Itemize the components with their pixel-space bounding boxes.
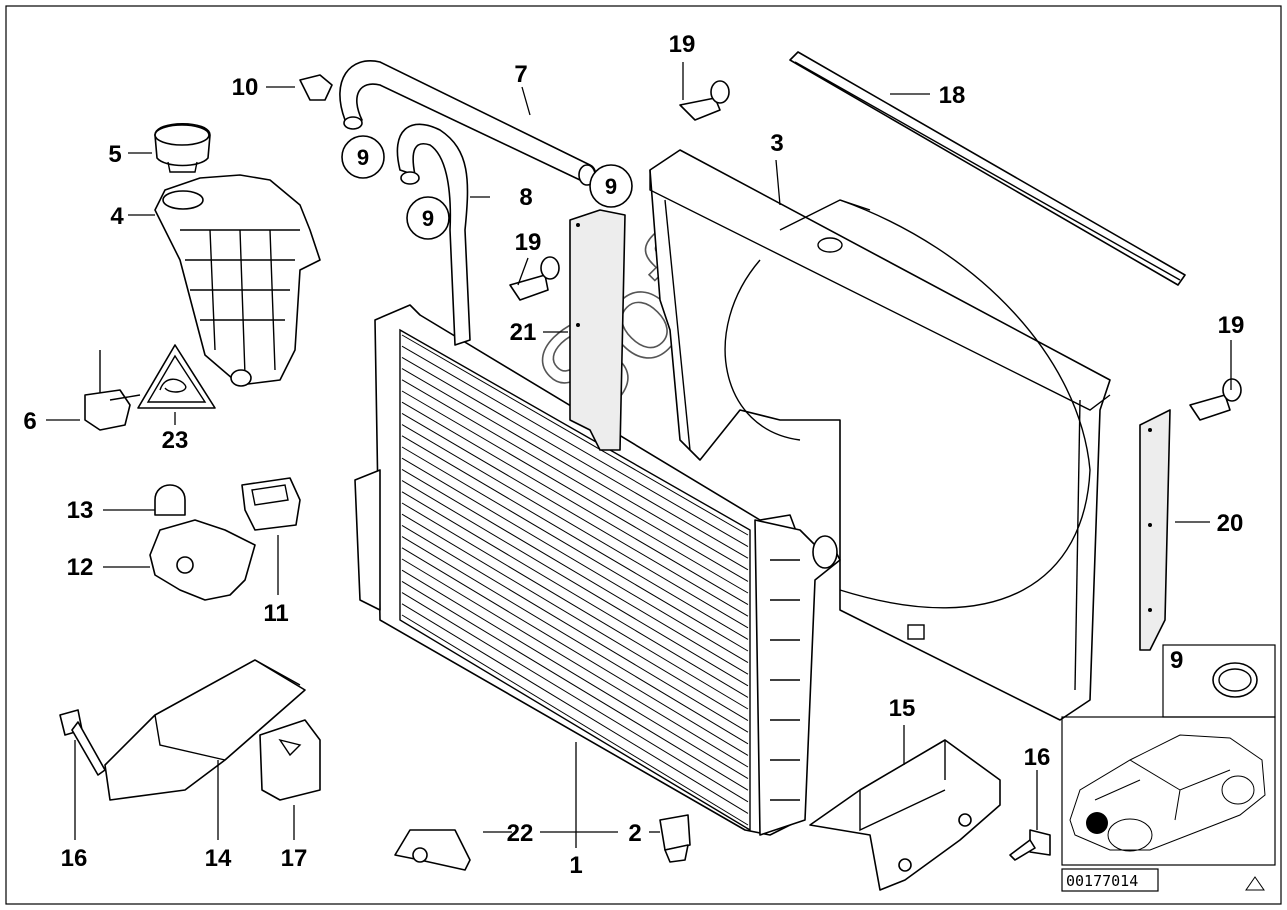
label-6[interactable]: 6: [23, 408, 36, 435]
radiator-fin: [401, 502, 749, 710]
svg-text:9: 9: [605, 174, 617, 199]
radiator-fin: [401, 356, 749, 559]
triangle-mark-icon: [1245, 876, 1265, 891]
radiator-fin: [401, 412, 749, 617]
callout-9-b: 9: [406, 196, 450, 240]
bracket-part-20[interactable]: [1139, 409, 1171, 651]
radiator-fin: [401, 524, 749, 733]
label-3[interactable]: 3: [770, 130, 783, 157]
side-bracket-part-21[interactable]: [569, 209, 626, 451]
warning-label-part-23[interactable]: [137, 344, 216, 409]
radiator-fin: [401, 424, 749, 629]
radiator-fin: [401, 401, 749, 606]
label-19-right[interactable]: 19: [1218, 312, 1245, 339]
label-13[interactable]: 13: [67, 497, 94, 524]
inset-hose-clamp: 9: [1162, 644, 1276, 718]
radiator-fin: [401, 592, 749, 803]
hose-part-8[interactable]: [396, 123, 471, 346]
cap-nut-part-13[interactable]: [154, 484, 186, 516]
svg-text:9: 9: [357, 145, 369, 170]
radiator-fin: [401, 390, 749, 594]
label-20[interactable]: 20: [1217, 510, 1244, 537]
level-sensor-part-6[interactable]: [84, 350, 141, 431]
mount-bracket-part-12[interactable]: [149, 519, 256, 601]
label-1[interactable]: 1: [569, 852, 582, 879]
bolt-part-16-left[interactable]: [59, 709, 106, 776]
radiator-fin: [401, 457, 749, 664]
radiator-fin: [401, 569, 749, 780]
radiator-fin: [401, 536, 749, 745]
radiator-fin: [401, 513, 749, 722]
leader-lines: [46, 62, 1232, 848]
radiator-fin: [401, 547, 749, 756]
label-5[interactable]: 5: [108, 141, 121, 168]
reservoir-cap-part-5[interactable]: [154, 122, 211, 173]
car-outline-icon: [1069, 734, 1266, 851]
label-18[interactable]: 18: [939, 82, 966, 109]
support-bracket-part-14[interactable]: [104, 659, 306, 801]
rivet-part-19-top[interactable]: [679, 80, 730, 121]
callout-9-c: 9: [589, 164, 633, 208]
radiator-fin: [401, 603, 749, 814]
label-11[interactable]: 11: [263, 600, 288, 627]
rivet-part-19-middle[interactable]: [509, 256, 560, 301]
image-number-box: 00177014: [1061, 868, 1159, 892]
label-4[interactable]: 4: [110, 203, 124, 230]
label-2[interactable]: 2: [628, 820, 641, 847]
part-labels: 1 2 3 4 5 6 7 8 10 11 12 13 14 15 16 16 …: [23, 31, 1244, 879]
inset-vehicle-location: [1061, 716, 1276, 866]
label-19-top[interactable]: 19: [669, 31, 696, 58]
image-number: 00177014: [1066, 872, 1138, 890]
radiator-part-1[interactable]: [354, 304, 841, 836]
grommet-part-11[interactable]: [241, 477, 301, 531]
label-23[interactable]: 23: [162, 427, 189, 454]
radiator-fin: [401, 379, 749, 582]
label-16-right[interactable]: 16: [1024, 744, 1051, 771]
radiator-fin: [401, 580, 749, 791]
inset-label-9: 9: [1170, 647, 1183, 674]
radiator-fin: [401, 614, 749, 826]
label-21[interactable]: 21: [510, 319, 537, 346]
label-12[interactable]: 12: [67, 554, 94, 581]
clip-part-10[interactable]: [299, 74, 333, 101]
radiator-fin: [401, 368, 749, 571]
drain-plug-part-2[interactable]: [659, 814, 691, 863]
label-17[interactable]: 17: [281, 845, 308, 872]
label-16-left[interactable]: 16: [61, 845, 88, 872]
bolt-part-16-right[interactable]: [1009, 829, 1051, 861]
callout-9-a: 9: [341, 135, 385, 179]
rivet-part-19-right[interactable]: [1189, 378, 1242, 421]
radiator-fin: [401, 558, 749, 768]
seal-strip-part-18[interactable]: [789, 51, 1186, 286]
label-7[interactable]: 7: [514, 61, 527, 88]
radiator-fin: [401, 435, 749, 640]
fan-shroud-part-3[interactable]: [649, 149, 1111, 721]
location-marker-icon: [1086, 812, 1108, 834]
radiator-fin: [401, 491, 749, 698]
label-14[interactable]: 14: [205, 845, 232, 872]
radiator-fin: [401, 468, 749, 675]
label-8[interactable]: 8: [519, 184, 532, 211]
support-bracket-part-15[interactable]: [809, 739, 1001, 891]
diagram-frame: [5, 5, 1282, 905]
svg-text:9: 9: [422, 206, 434, 231]
lower-bracket-part-22[interactable]: [394, 829, 471, 871]
rubber-mount-part-17[interactable]: [259, 719, 321, 801]
radiator-fin: [401, 480, 749, 687]
radiator-fin: [401, 446, 749, 652]
expansion-tank-part-4[interactable]: [154, 174, 321, 387]
radiator-fin: [401, 345, 749, 548]
label-15[interactable]: 15: [889, 695, 916, 722]
label-22[interactable]: 22: [507, 820, 534, 847]
label-19-middle[interactable]: 19: [515, 229, 542, 256]
label-10[interactable]: 10: [232, 74, 259, 101]
radiator-fin: [401, 334, 749, 536]
